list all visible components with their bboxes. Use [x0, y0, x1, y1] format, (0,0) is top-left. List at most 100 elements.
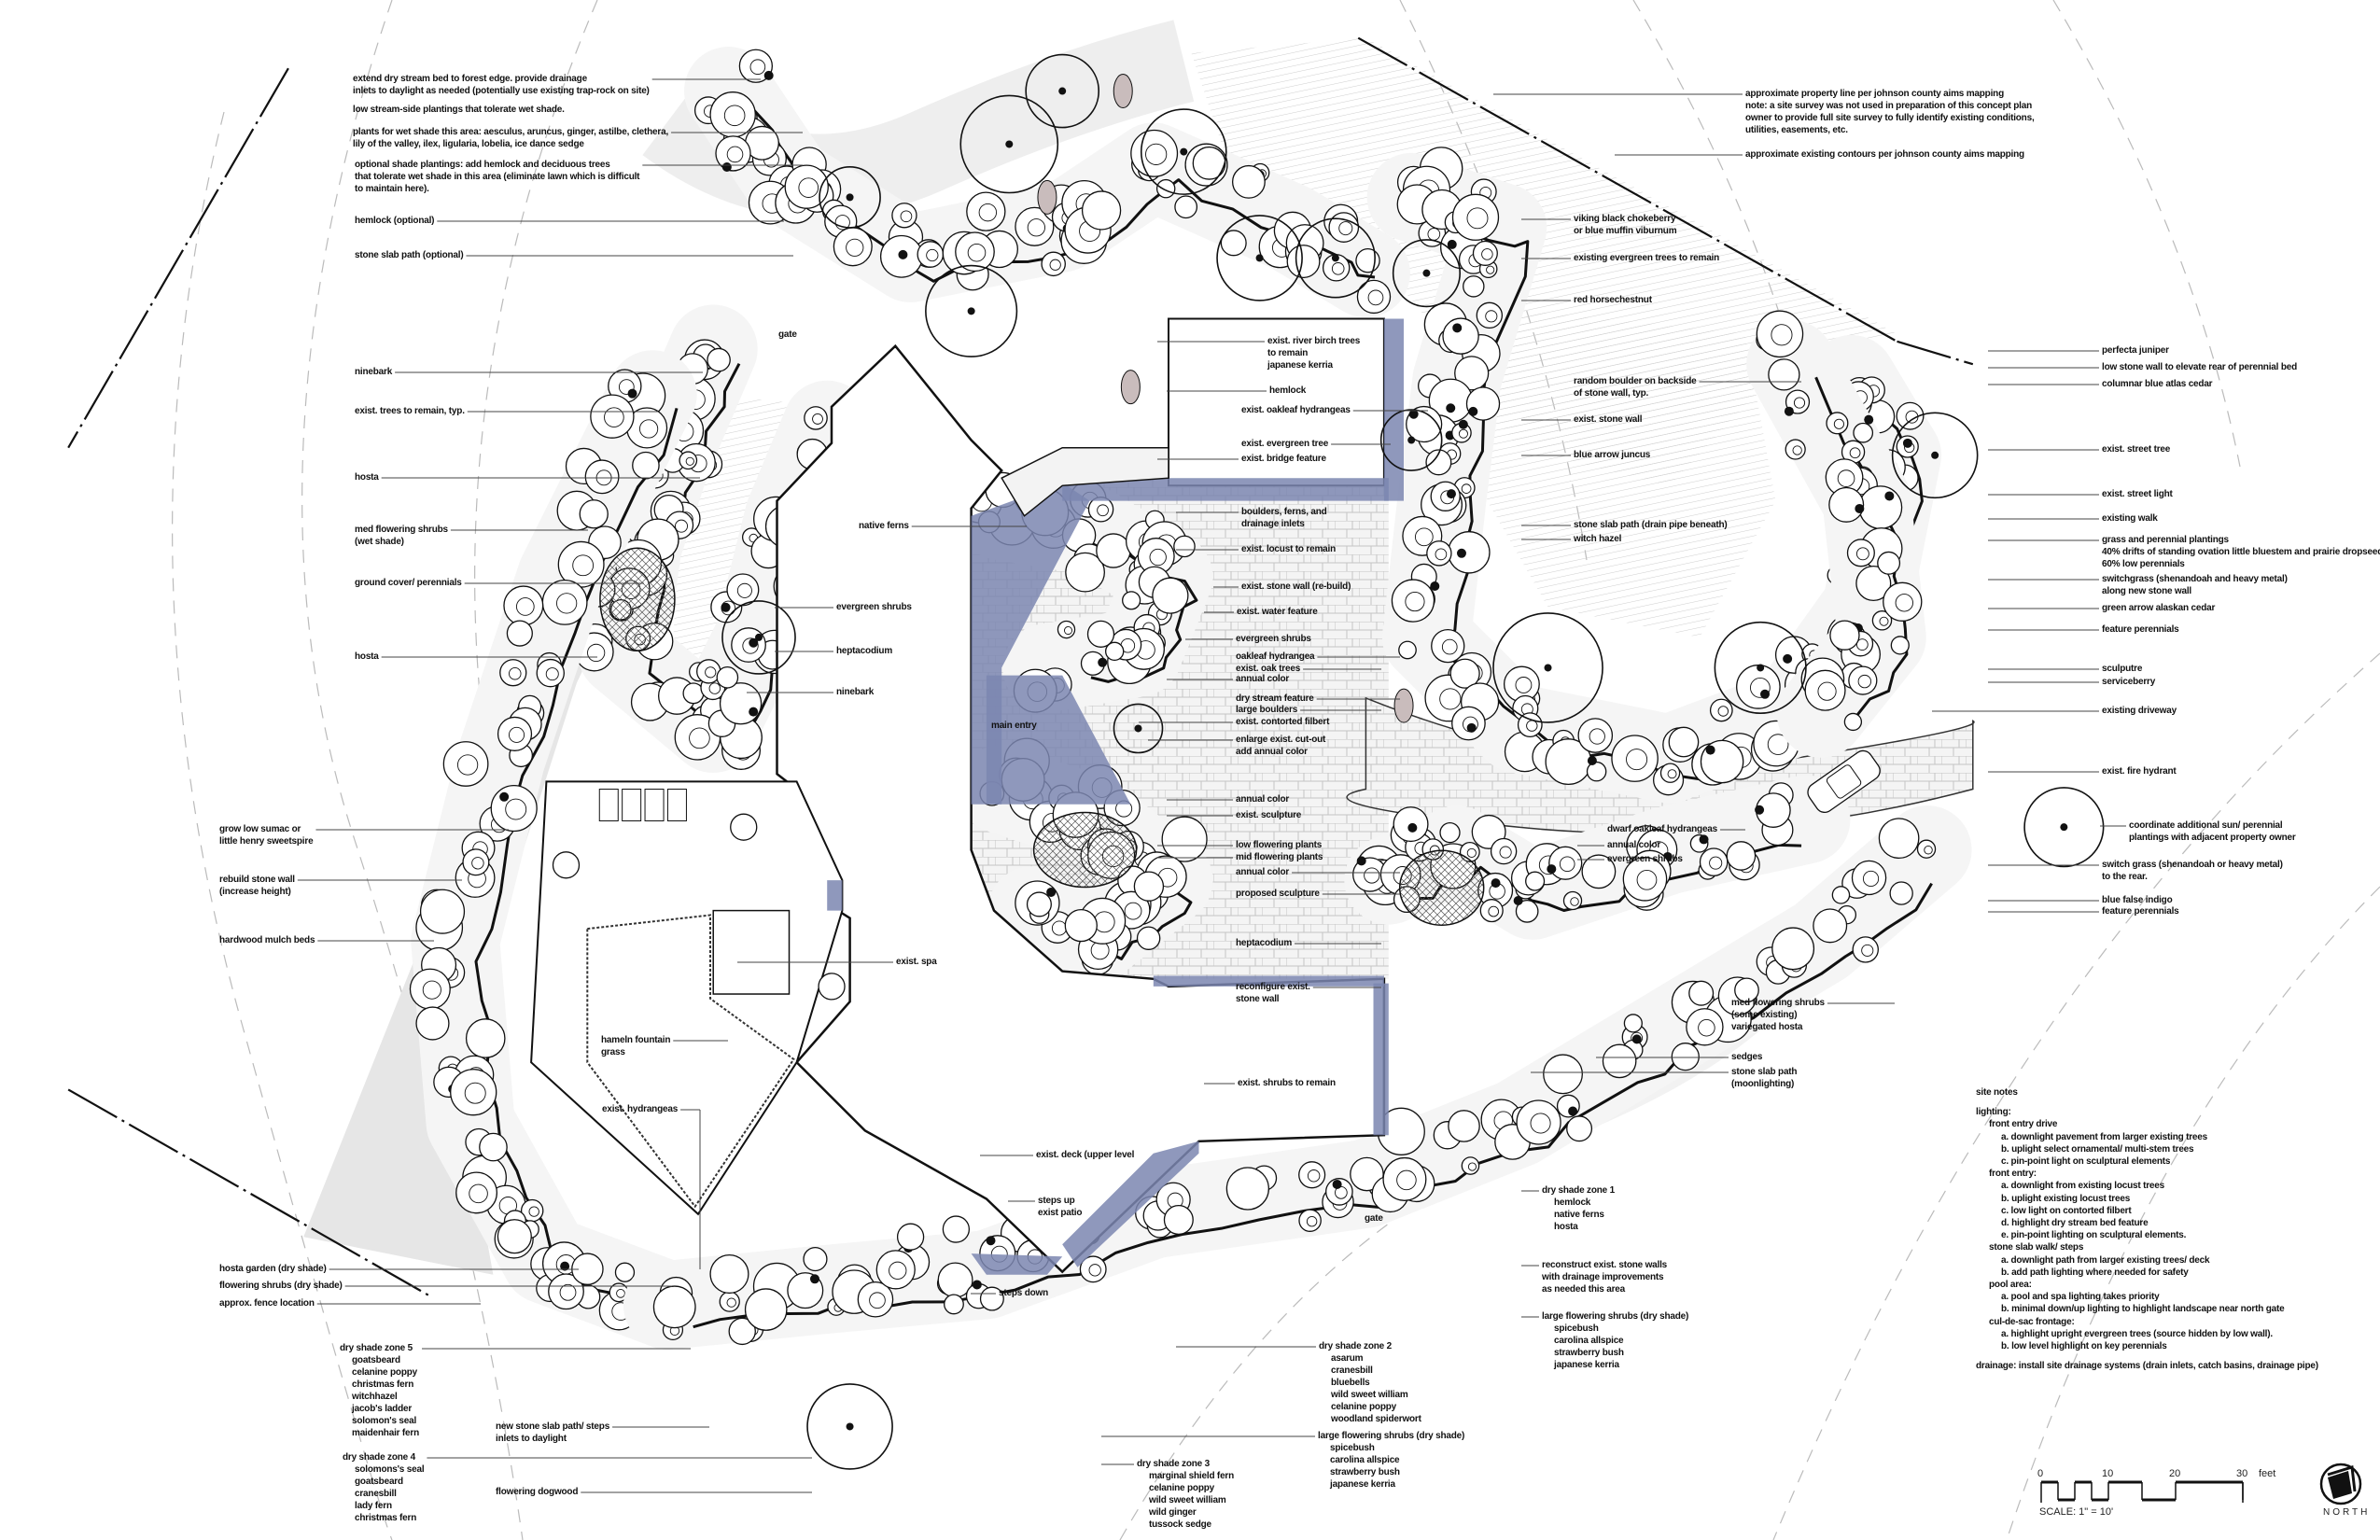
shrub-symbol-inner	[422, 980, 441, 1000]
callout-native-ferns: native ferns	[859, 520, 909, 532]
planting-beds	[409, 47, 1972, 1350]
north-label: NORTH	[2323, 1507, 2371, 1518]
shrub-symbol	[584, 459, 620, 495]
callout-line: exist. sculpture	[1236, 810, 1302, 820]
callout-optional-shade: optional shade plantings: add hemlock an…	[355, 159, 640, 195]
callout-line: hemlock	[1269, 385, 1307, 396]
tree-canopy	[1392, 239, 1462, 308]
light-fixture-dot	[749, 637, 759, 648]
shrub-symbol	[1448, 1110, 1480, 1142]
shrub-symbol	[1431, 628, 1465, 664]
shrub-symbol	[1328, 212, 1360, 243]
callout-line: low stone wall to elevate rear of perenn…	[2102, 362, 2297, 372]
plant-list-item: christmas fern	[355, 1513, 417, 1523]
light-fixture-dot	[763, 70, 774, 80]
callout-existing-driveway: existing driveway	[2102, 705, 2177, 717]
shrub-symbol	[1079, 1255, 1107, 1283]
plant-list-item: maidenhair fern	[352, 1428, 420, 1438]
shrub-symbol-inner	[1709, 856, 1723, 870]
light-fixture-dot	[560, 1261, 570, 1271]
plant-list-item: celanine poppy	[1331, 1402, 1396, 1412]
callout-ninebark-left: ninebark	[355, 366, 392, 378]
callout-line: exist. water feature	[1237, 607, 1318, 617]
shade-area	[1383, 318, 1404, 501]
callout-line: main entry	[991, 721, 1037, 731]
shrub-symbol	[1173, 535, 1196, 558]
callout-line: exist. trees to remain, typ.	[355, 406, 465, 416]
shrub-symbol-inner	[1879, 616, 1889, 626]
shrub-symbol	[1516, 1099, 1561, 1145]
shrub-symbol-inner	[1698, 1019, 1715, 1037]
shrub-symbol	[1581, 854, 1617, 889]
callout-line: annual color	[1236, 674, 1290, 684]
lounge-chair	[644, 789, 665, 822]
shrub-symbol	[1081, 190, 1122, 231]
light-fixture-dot	[721, 602, 731, 612]
callout-line: plants for wet shade this area: aesculus…	[353, 127, 669, 137]
lighting-note-item: b. minimal down/up lighting to highlight…	[2001, 1304, 2285, 1315]
callout-title: dry shade zone 2	[1319, 1341, 1392, 1351]
shrub-symbol	[462, 848, 490, 876]
tree-canopy	[806, 1383, 893, 1470]
shrub-symbol-inner	[889, 1261, 907, 1280]
trees	[721, 53, 2105, 1470]
callout-main-entry: main entry	[991, 720, 1037, 732]
tree-trunk	[2060, 823, 2068, 832]
shrub-symbol-inner	[1486, 265, 1495, 274]
shrub-symbol-inner	[1124, 902, 1142, 920]
shrub-symbol-inner	[1855, 547, 1869, 561]
callout-columnar: columnar blue atlas cedar	[2102, 378, 2213, 390]
callout-line: exist. deck (upper level	[1036, 1150, 1135, 1160]
shrub-symbol-inner	[1466, 207, 1489, 230]
shade-area	[827, 880, 843, 911]
callout-switchgrass-1: switchgrass (shenandoah and heavy metal)…	[2102, 573, 2288, 597]
tree-canopy	[1295, 217, 1376, 299]
callout-line: evergreen shrubs	[1236, 634, 1311, 644]
light-fixture-dot	[1568, 1106, 1578, 1116]
lighting-note-item: a. highlight upright evergreen trees (so…	[2001, 1328, 2273, 1339]
shrub-symbol	[709, 1253, 749, 1295]
shrub-symbol	[590, 394, 635, 439]
site-notes-title: site notes	[1976, 1087, 2018, 1098]
callout-gate-2: gate	[1365, 1212, 1383, 1225]
tree-canopy	[1025, 53, 1100, 129]
callout-line: oakleaf hydrangea	[1236, 651, 1315, 662]
shrub-symbol-inner	[926, 248, 939, 262]
shrub-symbol-inner	[1636, 869, 1658, 890]
callout-line: to remain	[1267, 348, 1309, 358]
lighting-note-item: c. pin-point light on sculptural element…	[2001, 1156, 2171, 1168]
lounge-chair	[666, 789, 687, 822]
shrub-symbol	[1756, 310, 1804, 358]
shrub-symbol	[506, 620, 533, 647]
shrub-symbol-inner	[1338, 221, 1353, 236]
bridge-feature	[1001, 446, 1169, 517]
callout-feature-perennials-1: feature perennials	[2102, 623, 2179, 636]
shrub-symbol-inner	[1149, 548, 1167, 567]
callout-dry-stream-feature: dry stream feature	[1236, 693, 1314, 705]
shrub-symbol	[857, 1281, 894, 1318]
shrub-symbol-inner	[1499, 846, 1512, 859]
callout-line: annual color	[1607, 840, 1661, 850]
shrub-symbol-inner	[978, 203, 998, 222]
callout-evergreen-shrubs-left: evergreen shrubs	[836, 601, 912, 613]
light-fixture-dot	[1902, 438, 1912, 448]
callout-fence: approx. fence location	[219, 1297, 315, 1309]
callout-line: feature perennials	[2102, 906, 2179, 917]
car-roof	[1826, 764, 1862, 799]
callout-line: exist. stone wall (re-build)	[1241, 581, 1351, 592]
callout-serviceberry: serviceberry	[2102, 676, 2155, 688]
callout-title: dry shade zone 4	[343, 1452, 415, 1463]
shrub-symbol	[1846, 539, 1875, 567]
lounge-chair	[598, 789, 619, 822]
shrub-symbol	[1622, 857, 1668, 902]
shrub-symbol	[1479, 899, 1504, 923]
shrub-symbol-inner	[1145, 143, 1168, 165]
shrub-symbol-inner	[456, 754, 479, 776]
shrub-symbol	[1136, 926, 1161, 950]
light-fixture-dot	[1491, 878, 1501, 889]
callout-line: of stone wall, typ.	[1574, 388, 1649, 399]
callout-low-flowering: low flowering plants	[1236, 839, 1322, 851]
